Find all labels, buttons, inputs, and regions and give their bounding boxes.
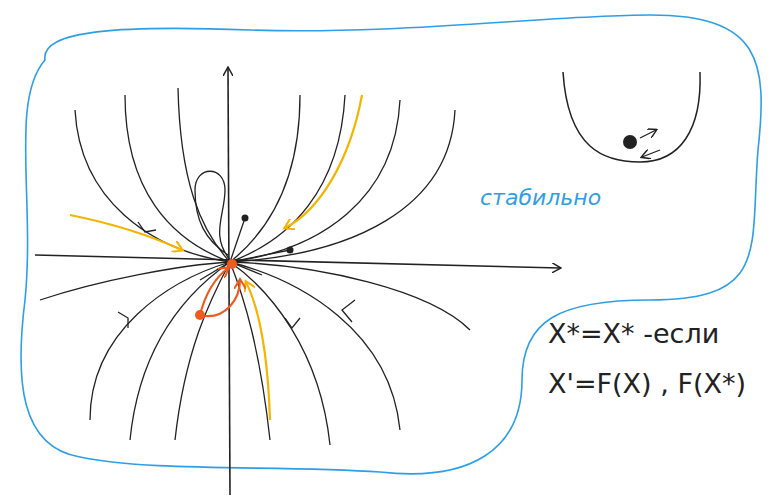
formula-label: X*=X* -если — [548, 318, 719, 349]
note-label: стабильно — [480, 185, 601, 210]
formula-label: X'=F(X) , F(X*) — [548, 368, 746, 399]
